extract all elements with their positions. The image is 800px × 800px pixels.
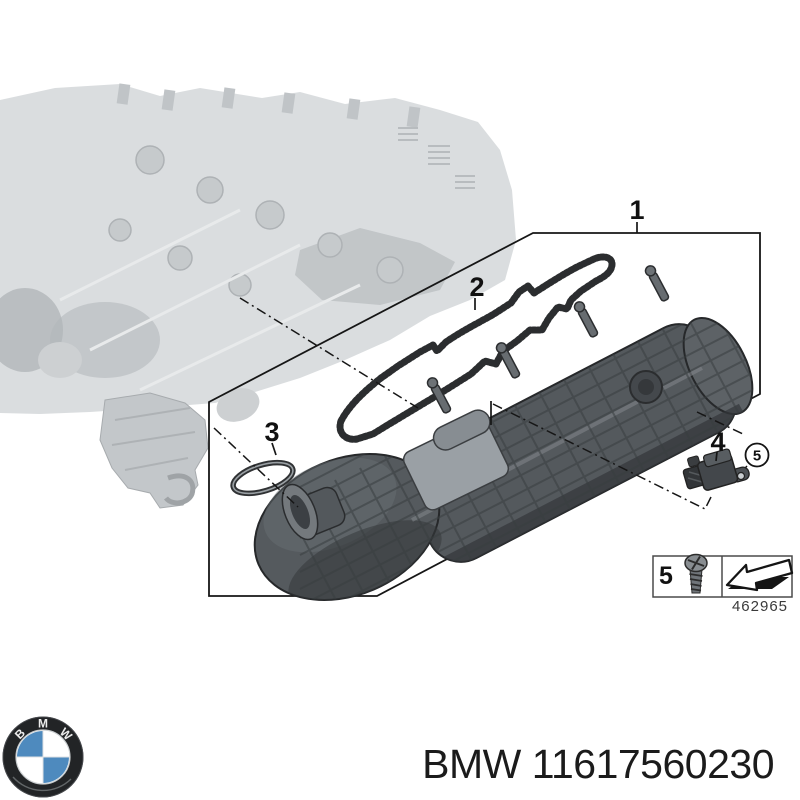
roundel-quadrant-bottom-right bbox=[43, 757, 69, 783]
bmw-logo: B M W bbox=[2, 716, 84, 798]
map-sensor-part bbox=[682, 448, 750, 491]
screw-icon bbox=[684, 553, 708, 594]
manifold-mounting-pins bbox=[426, 265, 670, 414]
engine-cylinder-head-image bbox=[0, 83, 516, 509]
o-ring-part bbox=[230, 459, 296, 497]
footer-part-number-caption: BMW 11617560230 bbox=[422, 741, 774, 787]
installation-direction-arrow-icon bbox=[725, 558, 794, 592]
logo-letter-m: M bbox=[38, 717, 48, 731]
callout-5-circled: 5 bbox=[744, 442, 770, 468]
callout-1: 1 bbox=[629, 195, 644, 225]
profile-gasket-part bbox=[336, 253, 616, 443]
legend-item-number: 5 bbox=[659, 562, 673, 590]
callout-2: 2 bbox=[469, 272, 484, 302]
leader-lines bbox=[271, 222, 718, 462]
callout-5-number: 5 bbox=[753, 448, 761, 465]
item-1-box bbox=[208, 232, 761, 597]
callout-3: 3 bbox=[264, 417, 279, 447]
roundel-quadrant-top-left bbox=[17, 731, 43, 757]
drawing-number: 462965 bbox=[732, 598, 788, 615]
callout-4: 4 bbox=[710, 427, 725, 457]
legend-box: 5 bbox=[652, 553, 794, 598]
